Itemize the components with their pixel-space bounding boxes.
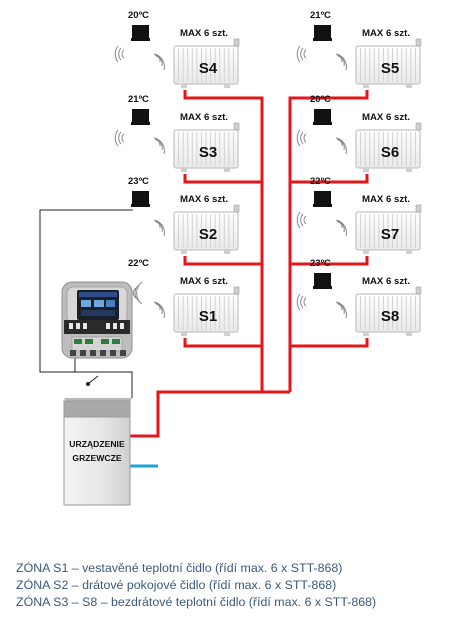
zone-temperature: 22ºC <box>128 258 149 269</box>
zone-max-label: MAX 6 szt. <box>180 28 228 39</box>
zone-id-label: S2 <box>199 226 217 243</box>
zone-s6: 20ºC MAX 6 szt. S6 <box>296 94 422 172</box>
main-controller <box>61 281 143 359</box>
zone-temperature: 20ºC <box>310 94 331 105</box>
pipe-segment <box>183 90 264 392</box>
room-thermostat-icon <box>313 273 332 289</box>
zone-s2: 23ºC MAX 6 szt. S2 <box>128 176 240 254</box>
room-thermostat-icon <box>131 109 150 125</box>
wireless-signal-icon <box>153 219 165 237</box>
pipe-segment <box>130 390 290 438</box>
zone-id-label: S4 <box>199 60 218 77</box>
room-thermostat-icon <box>313 191 332 207</box>
pipe-segment <box>183 256 262 266</box>
zone-temperature: 20ºC <box>128 10 149 21</box>
zone-s4: 20ºC MAX 6 szt. S4 <box>114 10 240 88</box>
wireless-signal-icon <box>296 129 347 155</box>
zone-temperature: 23ºC <box>310 258 331 269</box>
zone-id-label: S8 <box>381 308 399 325</box>
wireless-signal-icon <box>296 293 347 319</box>
radiator-icon <box>173 204 240 254</box>
radiator-icon <box>173 286 240 336</box>
room-thermostat-icon <box>313 109 332 125</box>
legend-zone-s3-s8: ZÓNA S3 – S8 – bezdrátové teplotní čidlo… <box>16 595 377 609</box>
zone-max-label: MAX 6 szt. <box>180 276 228 287</box>
wireless-signal-icon <box>296 211 347 237</box>
wireless-signal-icon <box>153 301 165 319</box>
wireless-signal-icon <box>114 45 165 71</box>
pipe-segment <box>183 338 262 348</box>
zone-s5: 21ºC MAX 6 szt. S5 <box>296 10 422 88</box>
radiator-icon <box>173 122 240 172</box>
radiator-icon <box>355 286 422 336</box>
room-thermostat-icon <box>313 25 332 41</box>
zone-id-label: S3 <box>199 144 217 161</box>
heater-label-line1: URZĄDZENIE <box>69 439 125 449</box>
pipe-segment <box>288 90 369 392</box>
zone-temperature: 23ºC <box>128 176 149 187</box>
supply-pipes <box>130 90 369 438</box>
heating-zone-diagram: 20ºC MAX 6 szt. S4 21ºC MAX 6 szt. S3 23ºC MAX … <box>39 10 422 506</box>
zone-temperature: 21ºC <box>128 94 149 105</box>
pipe-segment <box>290 338 369 348</box>
pipe-segment <box>290 174 369 184</box>
heating-device: URZĄDZENIE GRZEWCZE <box>63 398 132 506</box>
zone-max-label: MAX 6 szt. <box>362 194 410 205</box>
zone-temperature: 21ºC <box>310 10 331 21</box>
zone-id-label: S1 <box>199 308 217 325</box>
zone-max-label: MAX 6 szt. <box>180 194 228 205</box>
zone-max-label: MAX 6 szt. <box>362 28 410 39</box>
radiator-icon <box>355 122 422 172</box>
pipe-segment <box>290 256 369 266</box>
zone-max-label: MAX 6 szt. <box>362 276 410 287</box>
zone-id-label: S6 <box>381 144 399 161</box>
pipe-segment <box>183 174 262 184</box>
heater-label-line2: GRZEWCZE <box>72 453 121 463</box>
radiator-icon <box>355 204 422 254</box>
radiator-icon <box>173 38 240 88</box>
zone-max-label: MAX 6 szt. <box>362 112 410 123</box>
zone-max-label: MAX 6 szt. <box>180 112 228 123</box>
zone-s1: 22ºC MAX 6 szt. S1 <box>128 258 240 336</box>
room-thermostat-icon <box>131 191 150 207</box>
radiator-icon <box>355 38 422 88</box>
room-thermostat-icon <box>131 25 150 41</box>
wireless-signal-icon <box>114 129 165 155</box>
legend-zone-s1: ZÓNA S1 – vestavěné teplotní čidlo (řídí… <box>16 561 343 575</box>
zone-s3: 21ºC MAX 6 szt. S3 <box>114 94 240 172</box>
legend-zone-s2: ZÓNA S2 – drátové pokojové čidlo (řídí m… <box>16 578 337 592</box>
zone-s7: 22ºC MAX 6 szt. S7 <box>296 176 422 254</box>
wireless-signal-icon <box>296 45 347 71</box>
zone-temperature: 22ºC <box>310 176 331 187</box>
zone-id-label: S5 <box>381 60 399 77</box>
zone-id-label: S7 <box>381 226 399 243</box>
zone-s8: 23ºC MAX 6 szt. S8 <box>296 258 422 336</box>
